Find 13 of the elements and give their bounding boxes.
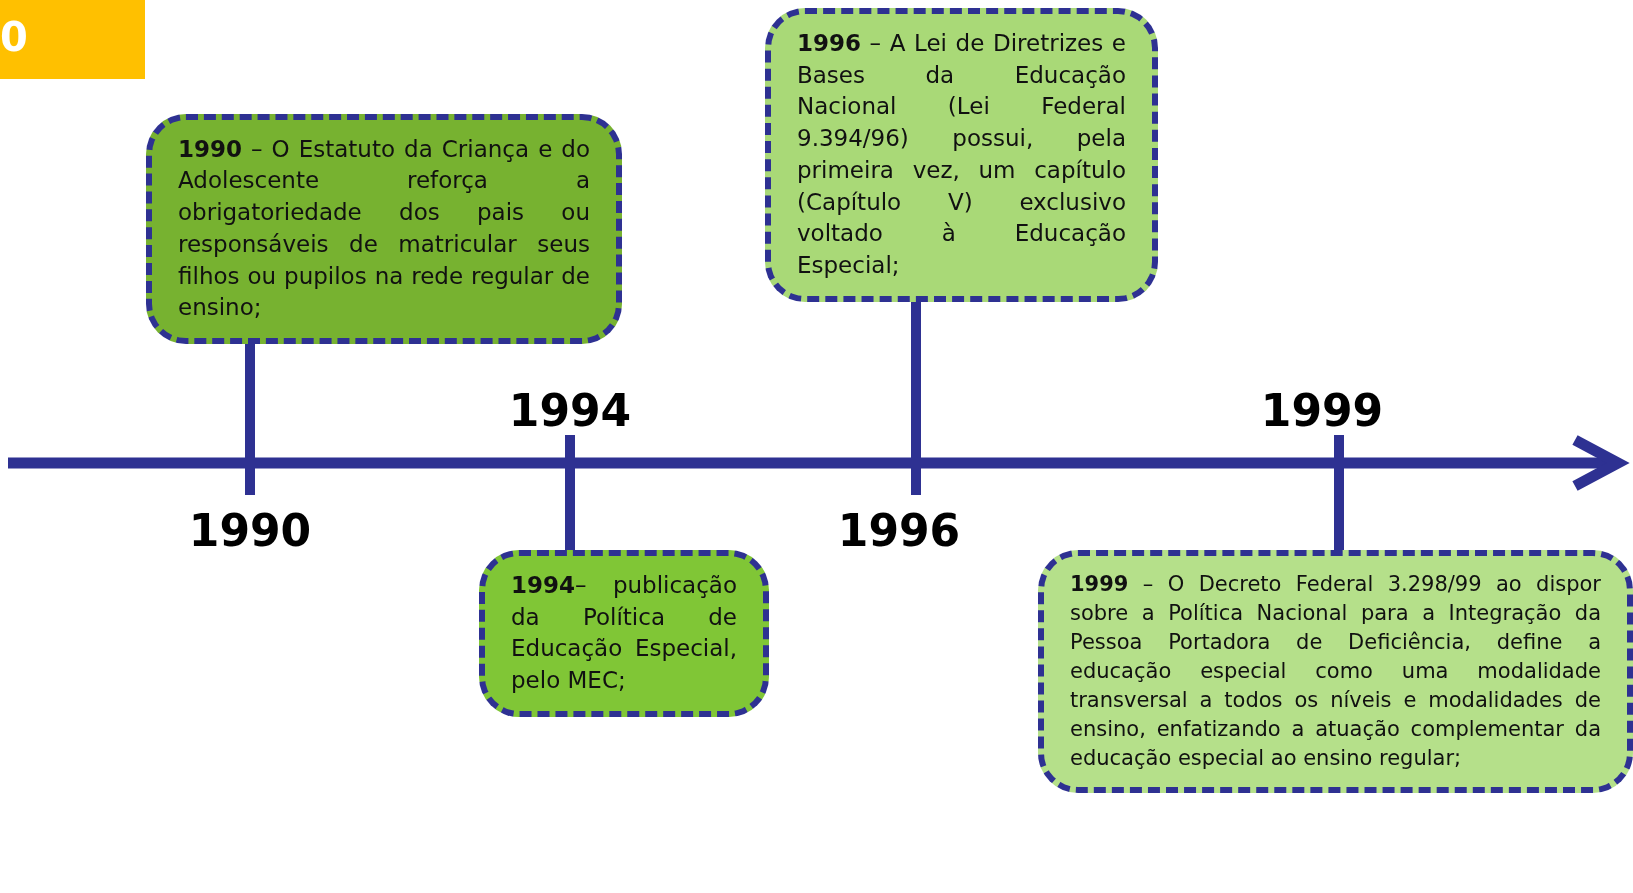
tick-line: [245, 344, 255, 495]
tick-line: [1334, 435, 1344, 550]
event-box: 1990 – O Estatuto da Criança e do Adolescente reforça a obrigatoriedade dos pais ou responsáveis de matricular seus filhos ou pupilos na rede regular de ensino;: [146, 113, 622, 344]
event-box: 1994– publicação da Política de Educação Especial, pelo MEC;: [479, 550, 769, 717]
year-label: 1999: [1260, 385, 1384, 436]
slide-number: 0: [0, 0, 145, 79]
year-label: 1996: [837, 505, 961, 556]
year-label: 1994: [508, 385, 632, 436]
event-box: 1999 – O Decreto Federal 3.298/99 ao dispor sobre a Política Nacional para a Integração da Pessoa Portadora de Deficiência, define a educação especial como uma modalidade transversal a todos os níveis e modalidades de ensino, enfatizando a atuação complementar da educação especial ao ensino regular;: [1038, 550, 1633, 793]
tick-line: [565, 435, 575, 550]
year-label: 1990: [188, 505, 312, 556]
event-box: 1996 – A Lei de Diretrizes e Bases da Educação Nacional (Lei Federal 9.394/96) possui, pela primeira vez, um capítulo (Capítulo V) exclusivo voltado à Educação Especial;: [765, 8, 1158, 302]
tick-line: [911, 301, 921, 495]
